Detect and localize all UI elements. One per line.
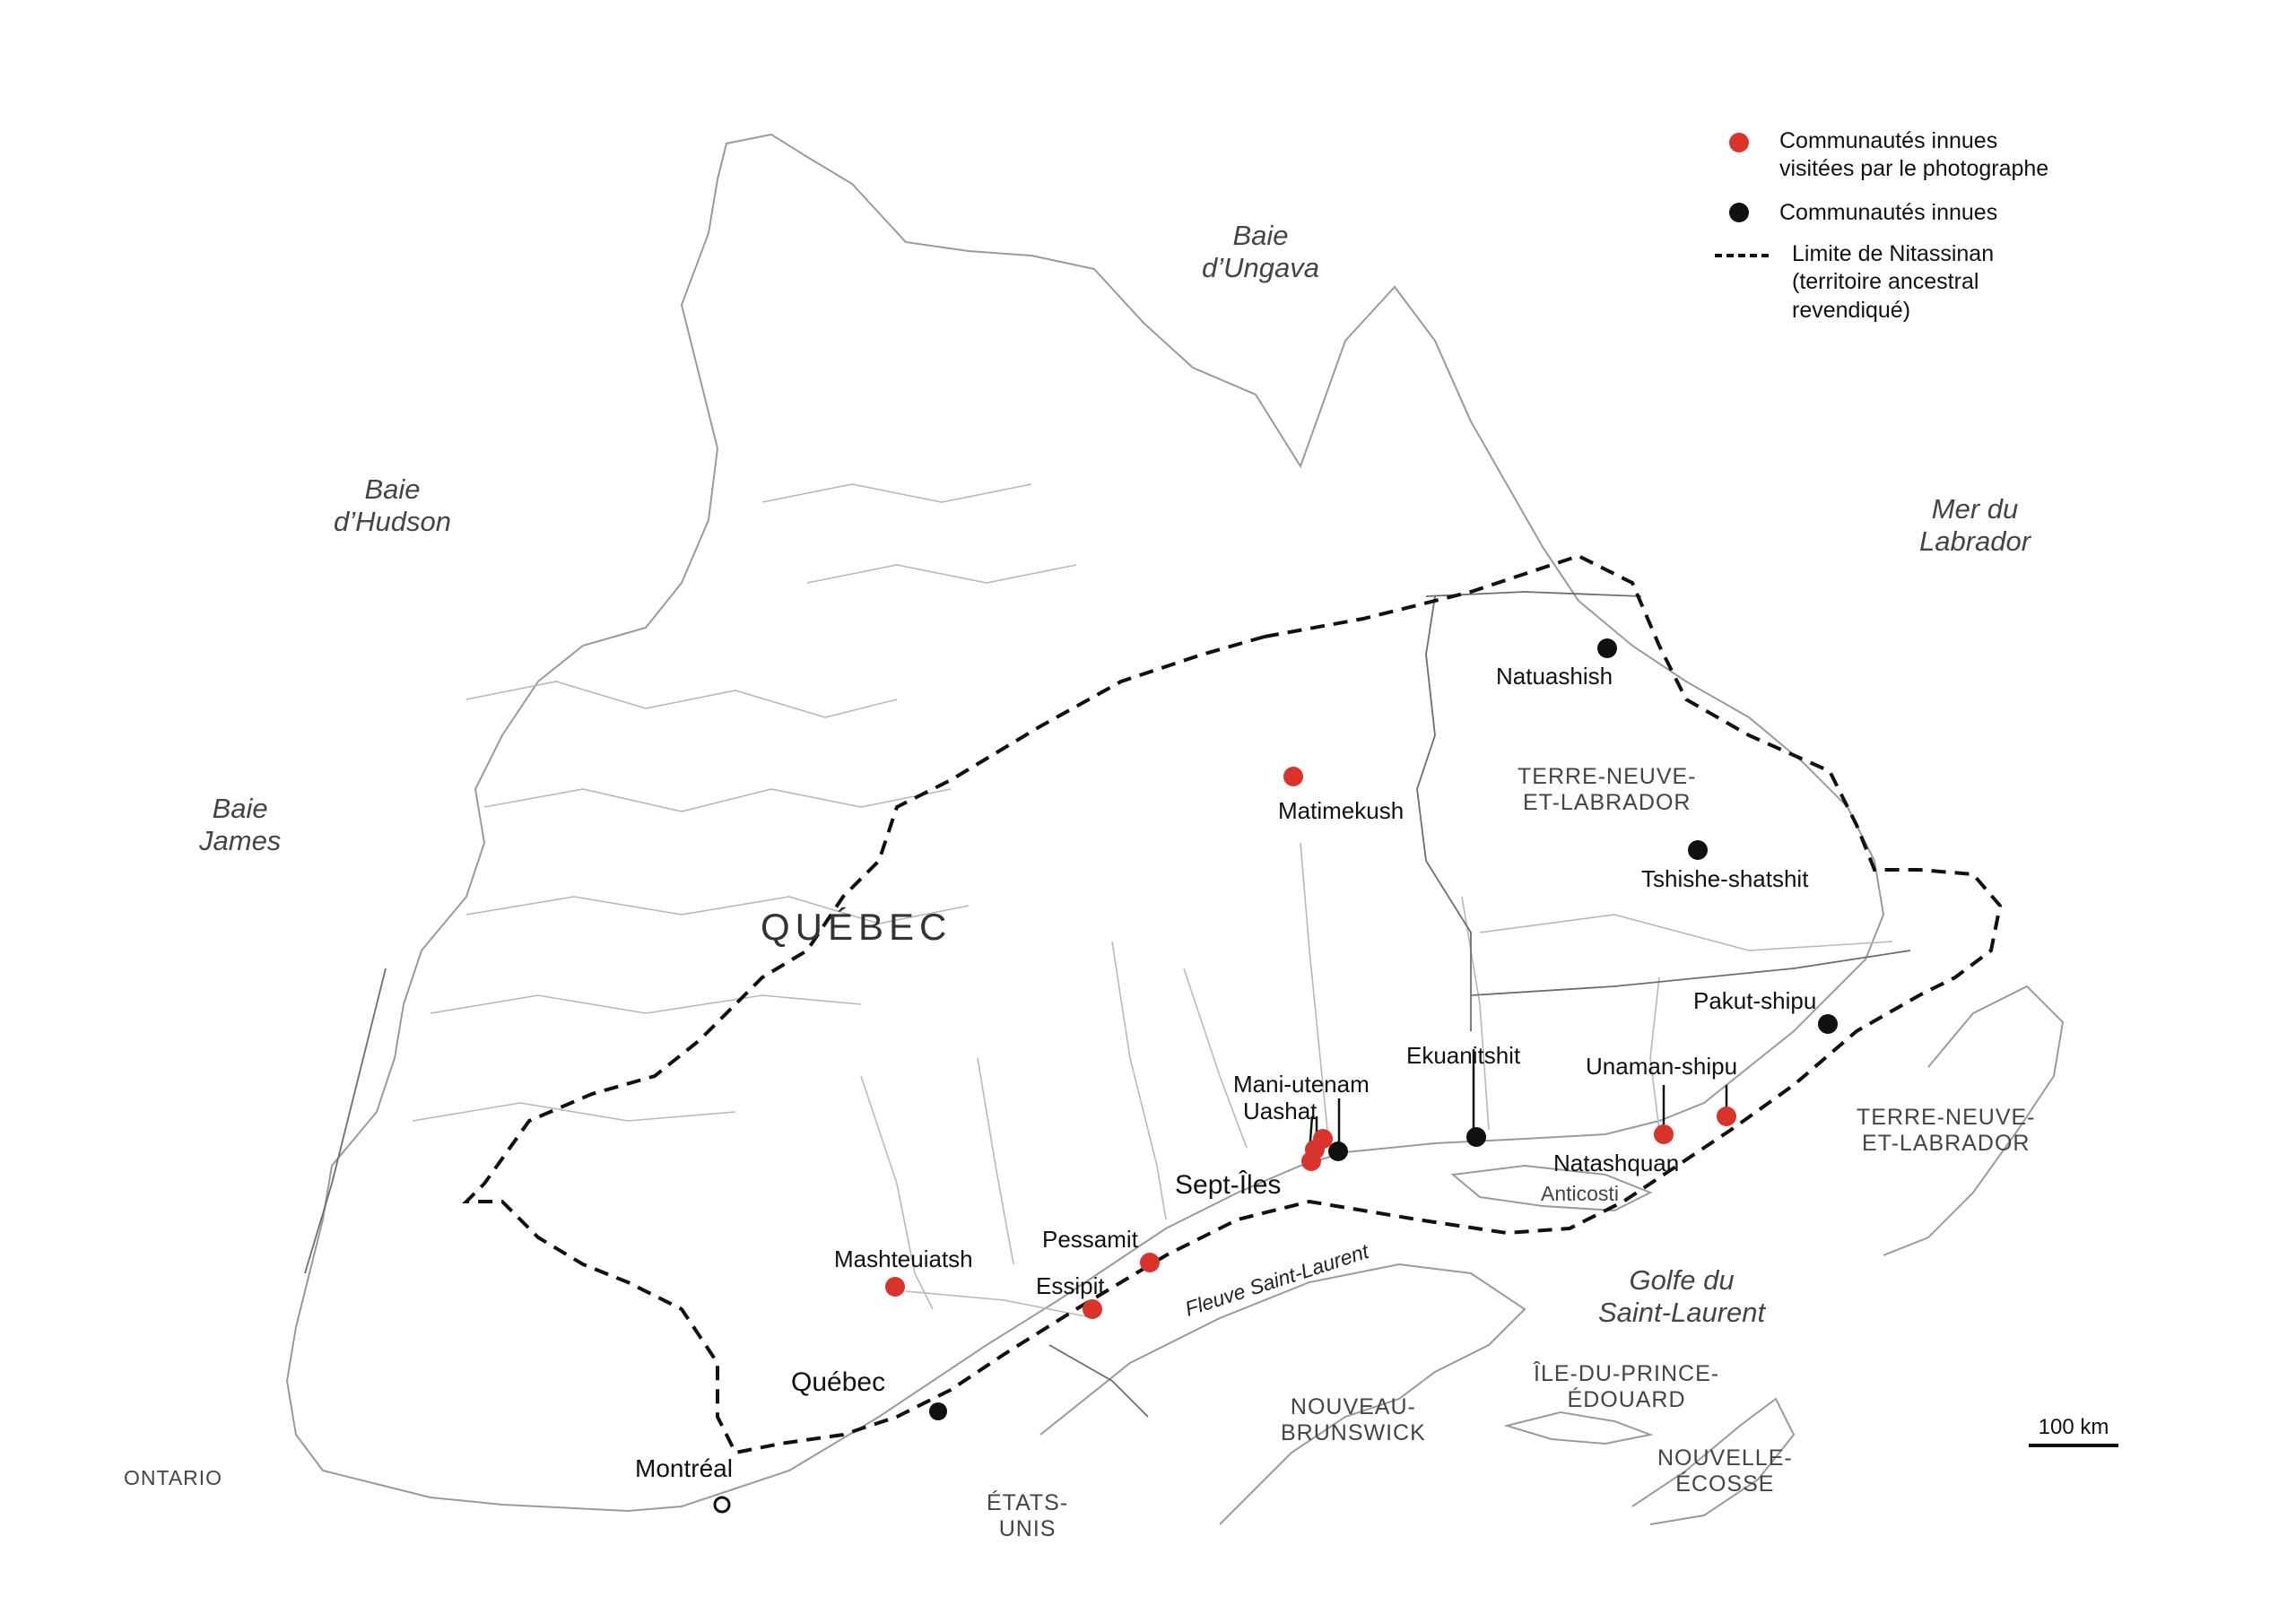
legend-boundary-line3: revendiqué) [1792, 297, 1911, 323]
scale-line [2029, 1444, 2118, 1447]
pei-island [1503, 1410, 1654, 1445]
legend-community-text: Communautés innues [1779, 200, 1998, 225]
label-baie-ungava: Baie d’Ungava [1202, 220, 1319, 283]
label-mer-labrador-1: Mer du [1931, 493, 2019, 525]
label-baie-james-2: James [199, 824, 282, 856]
label-usa-2: UNIS [998, 1515, 1057, 1541]
label-mani-utenam: Mani-utenam [1233, 1071, 1370, 1098]
legend-boundary-line2: (territoire ancestral [1792, 269, 1979, 295]
label-ne-1: NOUVELLE- [1657, 1445, 1793, 1471]
label-essipit: Essipit [1036, 1272, 1105, 1299]
legend-visited-text: Communautés innues visitées par le photo… [1779, 127, 2048, 184]
label-unaman-shipu: Unaman-shipu [1586, 1053, 1738, 1080]
label-usa: ÉTATS- UNIS [987, 1490, 1068, 1542]
label-uashat: Uashat [1243, 1098, 1318, 1124]
marker-montreal [713, 1496, 731, 1514]
label-ipe: ÎLE-DU-PRINCE- ÉDOUARD [1534, 1361, 1719, 1413]
marker-essipit [1083, 1299, 1102, 1319]
coastline [285, 133, 1885, 1513]
label-tnl-east: TERRE-NEUVE- ET-LABRADOR [1857, 1105, 2036, 1157]
label-baie-ungava-2: d’Ungava [1202, 251, 1319, 283]
marker-sept-iles [1301, 1151, 1321, 1171]
other-communities [929, 638, 1838, 1420]
label-mer-labrador: Mer du Labrador [1919, 493, 2031, 557]
nova-scotia-coast [1631, 1397, 1796, 1525]
legend-visited: Communautés innues visitées par le photo… [1729, 127, 2048, 184]
marker-pakut-shipu [1818, 1014, 1838, 1034]
label-anticosti: Anticosti [1541, 1182, 1619, 1205]
label-ne-2: ÉCOSSE [1675, 1471, 1775, 1497]
label-ipe-2: ÉDOUARD [1567, 1386, 1686, 1412]
label-natashquan: Natashquan [1553, 1150, 1680, 1176]
legend-boundary-text: Limite de Nitassinan (territoire ancestr… [1792, 240, 1994, 325]
label-ipe-1: ÎLE-DU-PRINCE- [1534, 1361, 1720, 1386]
label-nb-2: BRUNSWICK [1281, 1419, 1426, 1445]
label-ontario: ONTARIO [124, 1466, 223, 1489]
legend-boundary: Limite de Nitassinan (territoire ancestr… [1715, 240, 1994, 325]
label-nb-1: NOUVEAU- [1290, 1394, 1416, 1419]
label-tnl-north: TERRE-NEUVE- ET-LABRADOR [1518, 764, 1697, 816]
borders [304, 591, 1911, 1418]
legend-boundary-line1: Limite de Nitassinan [1792, 241, 1995, 266]
marker-ekuanitshit [1466, 1127, 1486, 1147]
label-natuashish: Natuashish [1496, 663, 1613, 690]
newfoundland-coast [1883, 985, 2065, 1256]
label-baie-hudson: Baie d’Hudson [334, 473, 451, 537]
label-ne: NOUVELLE- ÉCOSSE [1657, 1445, 1793, 1497]
scale-bar: 100 km [2029, 1415, 2118, 1447]
legend-community: Communautés innues [1729, 199, 1997, 227]
label-pakut-shipu: Pakut-shipu [1693, 987, 1817, 1014]
label-ekuanitshit: Ekuanitshit [1406, 1042, 1521, 1069]
label-sept-iles: Sept-Îles [1175, 1170, 1282, 1200]
label-tnl-east-2: ET-LABRADOR [1862, 1130, 2031, 1156]
label-baie-hudson-1: Baie [364, 473, 421, 505]
marker-pessamit [1140, 1253, 1160, 1272]
label-tshishe-shatshit: Tshishe-shatshit [1641, 865, 1809, 892]
legend-dash-symbol [1715, 254, 1769, 257]
marker-natuashish [1597, 638, 1617, 658]
label-baie-ungava-1: Baie [1232, 220, 1289, 251]
label-montreal: Montréal [635, 1454, 733, 1482]
label-pessamit: Pessamit [1042, 1226, 1138, 1253]
visited-communities [885, 767, 1736, 1319]
label-baie-james: Baie James [199, 793, 281, 856]
label-usa-1: ÉTATS- [987, 1490, 1069, 1515]
label-nb: NOUVEAU- BRUNSWICK [1281, 1394, 1426, 1446]
marker-quebec-city [929, 1402, 947, 1420]
label-quebec-city: Québec [791, 1367, 886, 1397]
coastline-south [1039, 1263, 1526, 1525]
marker-tshishe-shatshit [1688, 840, 1708, 860]
label-mashteuiatsh: Mashteuiatsh [834, 1245, 973, 1272]
nitassinan-boundary [462, 553, 2003, 1455]
marker-mashteuiatsh [885, 1277, 905, 1297]
legend-black-dot [1729, 203, 1749, 222]
marker-sept-iles-black [1328, 1141, 1348, 1161]
legend-red-dot [1729, 133, 1749, 152]
marker-unaman-shipu [1717, 1107, 1736, 1126]
rivers [412, 483, 1893, 1319]
label-golfe-1: Golfe du [1629, 1264, 1735, 1296]
label-tnl-east-1: TERRE-NEUVE- [1857, 1105, 2036, 1130]
label-baie-hudson-2: d’Hudson [334, 505, 451, 537]
label-golfe-2: Saint-Laurent [1598, 1296, 1766, 1328]
label-mer-labrador-2: Labrador [1919, 525, 2031, 557]
marker-natashquan [1654, 1124, 1674, 1144]
legend-visited-line1: Communautés innues [1779, 128, 1998, 153]
marker-matimekush [1283, 767, 1303, 786]
label-tnl-north-1: TERRE-NEUVE- [1518, 764, 1697, 789]
legend-visited-line2: visitées par le photographe [1779, 156, 2049, 182]
label-golfe: Golfe du Saint-Laurent [1598, 1264, 1765, 1328]
anticosti-island [1450, 1164, 1653, 1212]
label-matimekush: Matimekush [1278, 797, 1405, 824]
marker-mani-utenam [1313, 1129, 1333, 1149]
label-tnl-north-2: ET-LABRADOR [1523, 789, 1692, 815]
scale-label: 100 km [2038, 1415, 2109, 1439]
label-quebec-province: QUÉBEC [761, 906, 952, 948]
label-baie-james-1: Baie [212, 793, 268, 824]
